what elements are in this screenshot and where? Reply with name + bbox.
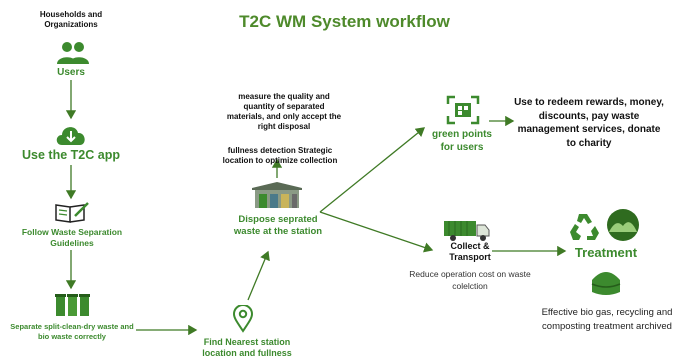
- find-station-label: Find Nearest station location and fullne…: [202, 337, 292, 358]
- dispose-label: Dispose seprated waste at the station: [233, 214, 323, 237]
- station-building-icon: [252, 182, 302, 208]
- separate-label: Separate split-clean-dry waste and bio w…: [10, 322, 134, 341]
- app-label: Use the T2C app: [22, 148, 120, 162]
- measure-text: measure the quality and quantity of sepa…: [226, 92, 342, 131]
- households-label: Households and Organizations: [39, 10, 103, 29]
- reduce-text: Reduce operation cost on waste colelctio…: [409, 269, 531, 291]
- qr-code-icon: [446, 95, 480, 125]
- open-book-pencil-icon: [55, 202, 89, 223]
- cloud-download-icon: [56, 127, 85, 145]
- green-points-label: green points for users: [431, 129, 492, 153]
- recycle-icon: [570, 214, 599, 240]
- users-label: Users: [57, 67, 85, 78]
- biogas-tank-icon: [591, 272, 621, 295]
- rewards-text: Use to redeem rewards, money, discounts,…: [514, 97, 664, 149]
- diagram-title: T2C WM System workflow: [239, 12, 450, 31]
- recycle-bins-icon: [55, 294, 90, 316]
- users-icon: [57, 42, 89, 64]
- location-pin-icon: [233, 305, 253, 333]
- garbage-truck-icon: [444, 221, 490, 241]
- landfill-icon: [607, 209, 639, 241]
- collect-label: Collect & Transport: [449, 241, 491, 262]
- treatment-label: Treatment: [574, 245, 638, 260]
- effective-text: Effective bio gas, recycling and compost…: [541, 307, 673, 332]
- guidelines-label: Follow Waste Separation Guidelines: [21, 227, 123, 248]
- fullness-text: fullness detection Strategic location to…: [222, 146, 338, 165]
